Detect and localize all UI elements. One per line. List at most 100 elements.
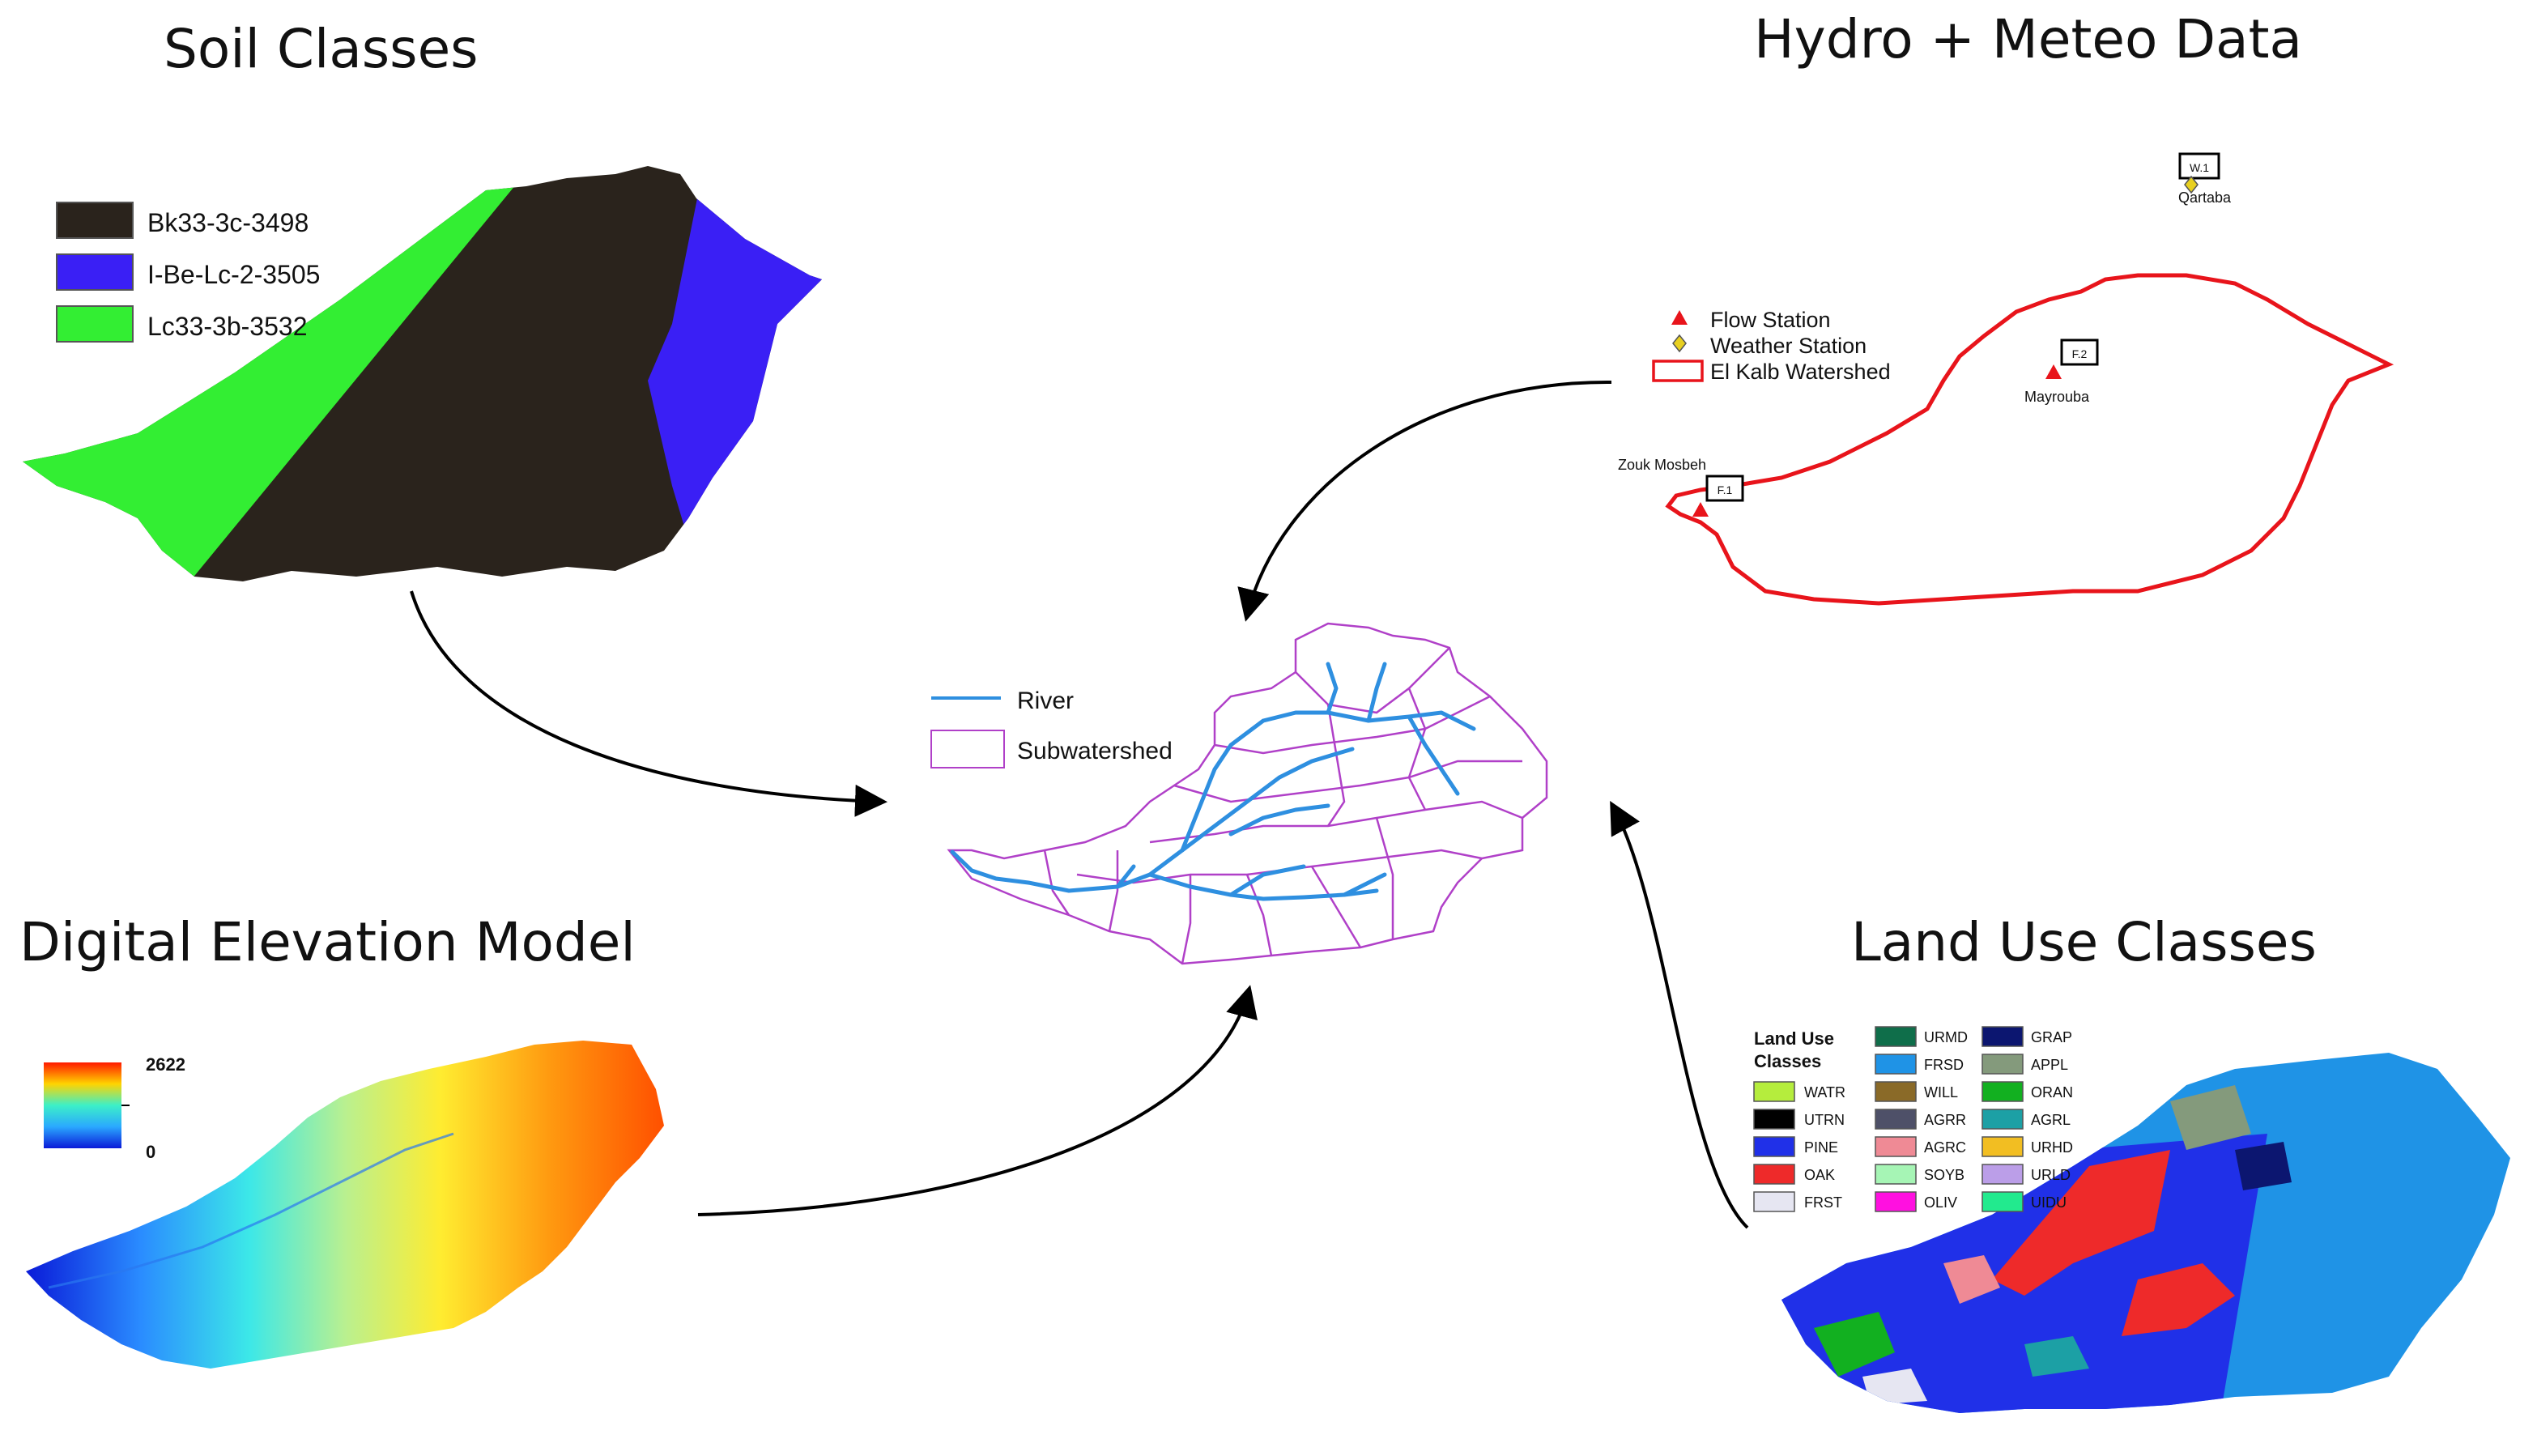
- subwatershed-divide-9: [1245, 874, 1273, 956]
- station-w1-box: [2178, 152, 2220, 180]
- lu-zone-oak-1: [1992, 1150, 2170, 1296]
- lu-swatch-agrr: [1875, 1109, 1917, 1130]
- subwatershed-divide-13: [1407, 688, 1427, 811]
- dem-title: Digital Elevation Model: [19, 911, 636, 973]
- lu-label-will: WILL: [1924, 1084, 1958, 1101]
- dem-legend: 2622 0: [44, 1054, 185, 1162]
- soil-legend-label-2: Lc33-3b-3532: [147, 312, 307, 341]
- lu-swatch-agrc: [1875, 1136, 1917, 1157]
- arrow-dem-to-center: [697, 985, 1258, 1216]
- lu-zone-frst: [1862, 1369, 1927, 1405]
- lu-label-watr: WATR: [1804, 1084, 1845, 1101]
- dem-legend-ramp: [44, 1062, 121, 1148]
- flow-station-f1-icon: [1692, 502, 1709, 517]
- station-w1-name: Qartaba: [2178, 189, 2232, 206]
- subwatershed-map: [947, 622, 1548, 965]
- lu-swatch-soyb: [1875, 1164, 1917, 1185]
- lu-label-urld: URLD: [2031, 1167, 2071, 1183]
- legend-weather-station-icon: [1672, 334, 1687, 353]
- arrow-hydro-to-center: [1237, 380, 1612, 622]
- soil-legend-label-1: I-Be-Lc-2-3505: [147, 260, 320, 289]
- subwatershed-divide-7: [1108, 850, 1119, 932]
- hydro-legend: Flow Station Weather Station El Kalb Wat…: [1652, 308, 1891, 384]
- subwatershed-divide-11: [1375, 817, 1394, 939]
- land-use-legend: Land Use Classes WATR UTRN PINE OAK FRST…: [1753, 1026, 2073, 1212]
- soil-map: [23, 166, 822, 581]
- lu-label-agrc: AGRC: [1924, 1139, 1966, 1156]
- center-legend: River Subwatershed: [930, 688, 1173, 768]
- subwatershed-divide-8: [1181, 875, 1192, 964]
- station-f2-box: [2060, 338, 2099, 366]
- lu-swatch-agrl: [1981, 1109, 2024, 1130]
- soil-legend: Bk33-3c-3498 I-Be-Lc-2-3505 Lc33-3b-3532: [56, 202, 320, 343]
- lu-label-uidu: UIDU: [2031, 1194, 2067, 1211]
- lu-swatch-frsd: [1875, 1054, 1917, 1075]
- lu-label-urmd: URMD: [1924, 1029, 1968, 1045]
- station-w1-tag: W.1: [2190, 161, 2209, 174]
- subwatershed-outer-boundary: [947, 622, 1548, 965]
- lu-label-oliv: OLIV: [1924, 1194, 1957, 1211]
- river-branch-6: [1228, 803, 1330, 837]
- soil-legend-swatch-1: [56, 253, 134, 291]
- dem-legend-max: 2622: [146, 1054, 185, 1075]
- station-f2-name: Mayrouba: [2024, 389, 2090, 405]
- lu-swatch-urhd: [1981, 1136, 2024, 1157]
- hydro-map: W.1 Qartaba F.2 Mayrouba F.1 Zouk Mosbeh: [1618, 152, 2394, 606]
- lu-label-appl: APPL: [2031, 1057, 2068, 1073]
- river-branch-1: [1147, 747, 1355, 877]
- flow-station-f2-icon: [2045, 364, 2062, 379]
- dem-legend-min: 0: [146, 1142, 155, 1162]
- river-branch-7: [1228, 864, 1306, 897]
- lu-label-frst: FRST: [1804, 1194, 1842, 1211]
- lu-zone-agrc: [1943, 1255, 2000, 1304]
- lu-swatch-grap: [1981, 1026, 2024, 1047]
- lu-swatch-oliv: [1875, 1191, 1917, 1212]
- arrow-landuse-to-center: [1610, 800, 1749, 1229]
- lu-zone-agrl: [2024, 1336, 2089, 1377]
- hydro-meteo-title: Hydro + Meteo Data: [1754, 8, 2302, 70]
- legend-subwatershed-box: [930, 730, 1005, 768]
- lu-label-frsd: FRSD: [1924, 1057, 1964, 1073]
- lu-zone-grap: [2235, 1142, 2292, 1190]
- lu-zone-oran: [1814, 1312, 1895, 1377]
- lu-label-oran: ORAN: [2031, 1084, 2073, 1101]
- legend-river-label: River: [1017, 688, 1074, 714]
- lu-swatch-watr: [1753, 1081, 1795, 1102]
- lu-label-utrn: UTRN: [1804, 1112, 1845, 1128]
- station-f2-tag: F.2: [2072, 347, 2088, 360]
- lu-zone-oak-2: [2122, 1263, 2235, 1336]
- subwatershed-divide-4: [1149, 800, 1523, 844]
- soil-legend-label-0: Bk33-3c-3498: [147, 208, 309, 237]
- station-f1-box: [1705, 475, 1744, 502]
- dem-valley-network: [48, 1132, 454, 1289]
- lu-swatch-utrn: [1753, 1109, 1795, 1130]
- dem-raster: [26, 1041, 664, 1369]
- lu-legend-title-1: Land Use: [1754, 1028, 1834, 1049]
- lu-swatch-urld: [1981, 1164, 2024, 1185]
- subwatershed-divide-1: [1295, 647, 1450, 714]
- legend-flow-station-icon: [1671, 310, 1688, 325]
- river-branch-2: [1180, 710, 1476, 853]
- river-branch-8: [1342, 872, 1387, 897]
- river-branch-9: [1115, 864, 1136, 889]
- soil-classes-title: Soil Classes: [164, 18, 479, 80]
- river-network: [950, 662, 1476, 901]
- lu-swatch-appl: [1981, 1054, 2024, 1075]
- lu-swatch-oran: [1981, 1081, 2024, 1102]
- lu-label-pine: PINE: [1804, 1139, 1838, 1156]
- subwatershed-divide-10: [1310, 866, 1362, 948]
- river-branch-3: [1326, 662, 1339, 715]
- lu-label-agrl: AGRL: [2031, 1112, 2071, 1128]
- lu-label-agrr: AGRR: [1924, 1112, 1966, 1128]
- arrow-soil-to-center: [410, 590, 888, 817]
- lu-label-grap: GRAP: [2031, 1029, 2072, 1045]
- river-main-stem: [950, 849, 1379, 901]
- station-f1-tag: F.1: [1718, 483, 1733, 496]
- lu-zone-appl: [2170, 1085, 2251, 1150]
- lu-label-soyb: SOYB: [1924, 1167, 1964, 1183]
- lu-legend-title-2: Classes: [1754, 1051, 1821, 1071]
- dem-map: [26, 1041, 664, 1369]
- subwatershed-divide-12: [1326, 704, 1346, 827]
- station-f1-name: Zouk Mosbeh: [1618, 457, 1706, 473]
